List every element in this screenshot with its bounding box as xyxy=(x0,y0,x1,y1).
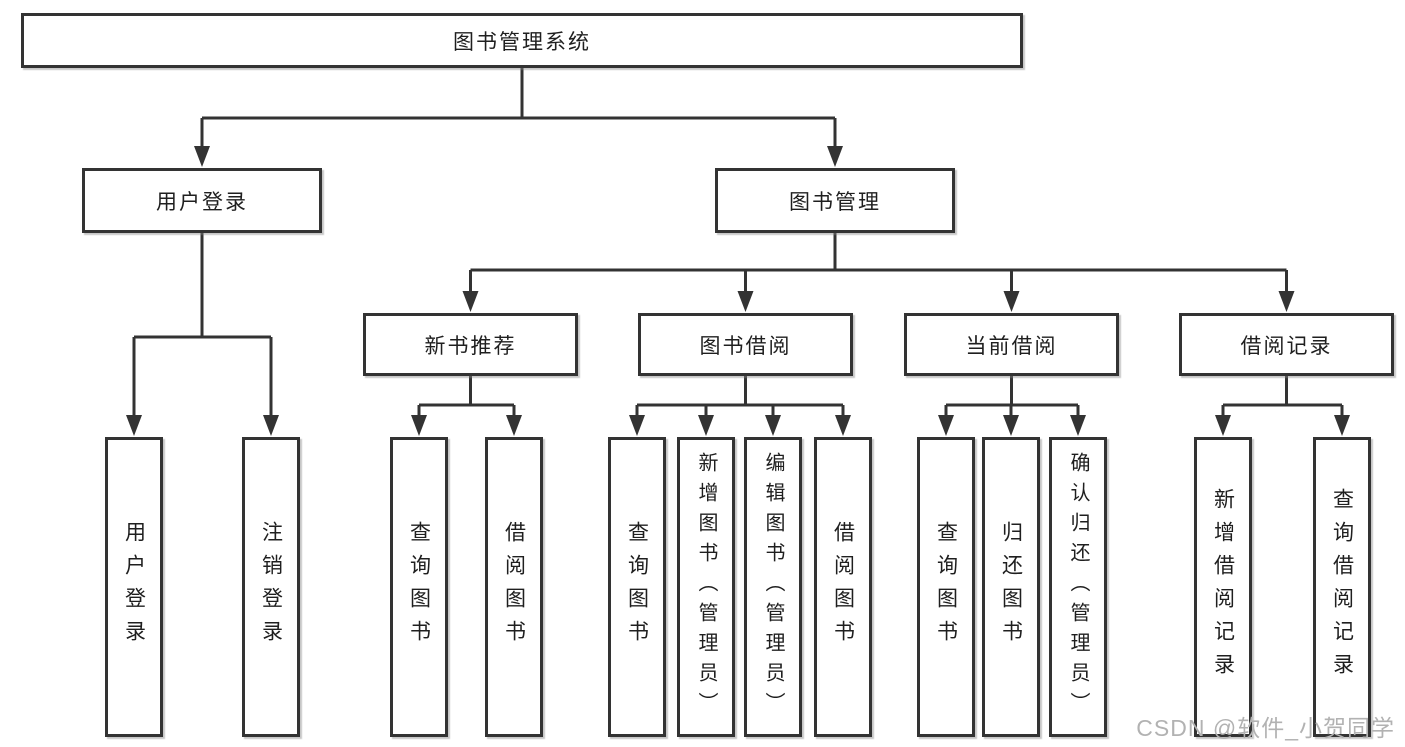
leaf-add-book-admin-label: 新增图书（管理员） xyxy=(695,452,717,722)
leaf-add-book-admin: 新增图书（管理员） xyxy=(677,437,735,737)
leaf-borrow-query-books-label: 查询图书 xyxy=(625,521,649,653)
node-book-borrow: 图书借阅 xyxy=(638,313,853,376)
node-borrow-records-label: 借阅记录 xyxy=(1240,334,1333,358)
leaf-add-borrow-record-label: 新增借阅记录 xyxy=(1211,488,1235,686)
node-user-login-label: 用户登录 xyxy=(156,190,248,214)
node-new-book-recommend: 新书推荐 xyxy=(363,313,578,376)
node-book-management: 图书管理 xyxy=(715,168,955,233)
node-current-borrow-label: 当前借阅 xyxy=(965,334,1058,358)
leaf-return-book-label: 归还图书 xyxy=(999,521,1023,653)
leaf-recommend-query-books: 查询图书 xyxy=(390,437,448,737)
leaf-query-borrow-record-label: 查询借阅记录 xyxy=(1330,488,1354,686)
leaf-query-borrow-record: 查询借阅记录 xyxy=(1313,437,1371,737)
leaf-borrow-query-books: 查询图书 xyxy=(608,437,666,737)
leaf-recommend-query-books-label: 查询图书 xyxy=(407,521,431,653)
leaf-user-login-label: 用户登录 xyxy=(122,521,146,653)
node-root: 图书管理系统 xyxy=(21,13,1023,68)
leaf-current-query-books: 查询图书 xyxy=(917,437,975,737)
leaf-borrow-books-label: 借阅图书 xyxy=(831,521,855,653)
node-book-management-label: 图书管理 xyxy=(789,190,881,214)
leaf-logout-label: 注销登录 xyxy=(259,521,283,653)
leaf-logout: 注销登录 xyxy=(242,437,300,737)
leaf-confirm-return-admin: 确认归还（管理员） xyxy=(1049,437,1107,737)
leaf-edit-book-admin-label: 编辑图书（管理员） xyxy=(762,452,784,722)
leaf-borrow-books: 借阅图书 xyxy=(814,437,872,737)
leaf-current-query-books-label: 查询图书 xyxy=(934,521,958,653)
leaf-return-book: 归还图书 xyxy=(982,437,1040,737)
node-root-label: 图书管理系统 xyxy=(453,30,591,54)
node-new-book-recommend-label: 新书推荐 xyxy=(424,334,517,358)
leaf-recommend-borrow-books-label: 借阅图书 xyxy=(502,521,526,653)
leaf-confirm-return-admin-label: 确认归还（管理员） xyxy=(1067,452,1089,722)
leaf-edit-book-admin: 编辑图书（管理员） xyxy=(744,437,802,737)
leaf-recommend-borrow-books: 借阅图书 xyxy=(485,437,543,737)
leaf-user-login: 用户登录 xyxy=(105,437,163,737)
node-borrow-records: 借阅记录 xyxy=(1179,313,1394,376)
node-book-borrow-label: 图书借阅 xyxy=(699,334,792,358)
node-current-borrow: 当前借阅 xyxy=(904,313,1119,376)
node-user-login: 用户登录 xyxy=(82,168,322,233)
leaf-add-borrow-record: 新增借阅记录 xyxy=(1194,437,1252,737)
csdn-watermark: CSDN @软件_小贺同学 xyxy=(1136,715,1395,741)
